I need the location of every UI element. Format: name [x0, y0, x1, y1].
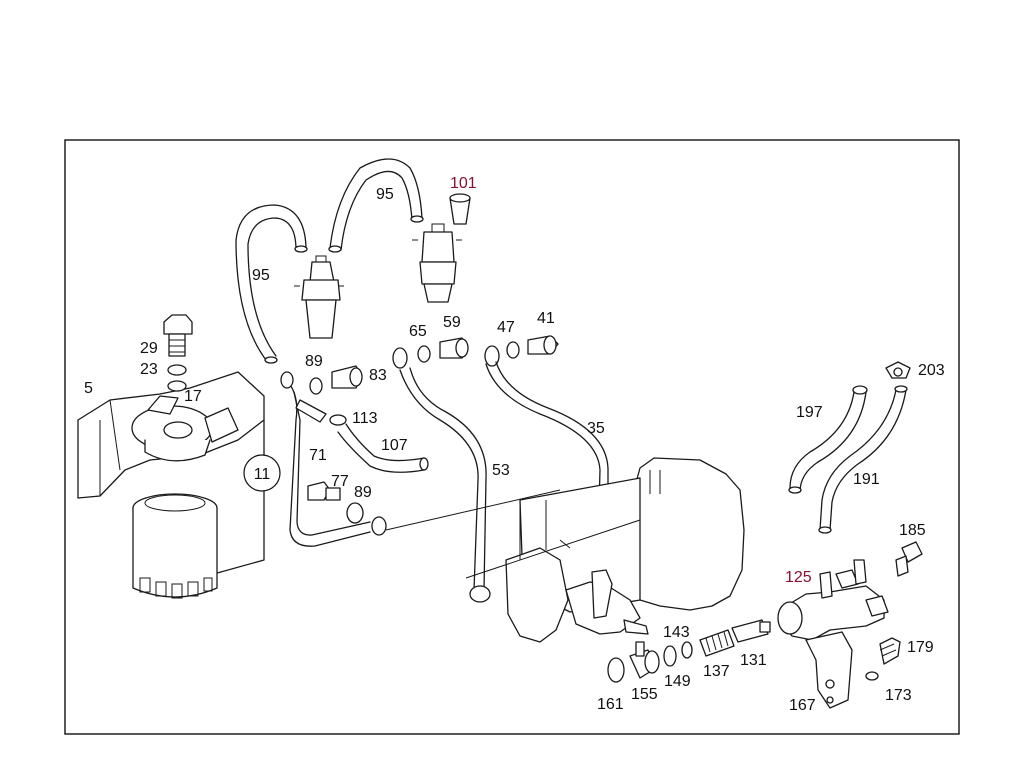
washer-149: [663, 645, 677, 667]
callout-11: 11: [243, 454, 281, 492]
label-161: 161: [597, 696, 624, 713]
diagram-frame: [64, 139, 960, 735]
injector-left: [294, 255, 344, 339]
washer-47: [484, 341, 520, 367]
leakoff-hose-95-left: [235, 204, 308, 364]
label-155: 155: [631, 686, 658, 703]
washer-23: [167, 364, 187, 376]
washer-89-upper: [309, 377, 323, 395]
label-53: 53: [492, 462, 510, 479]
label-5: 5: [84, 380, 93, 397]
label-137: 137: [703, 663, 730, 680]
injection-line-53: [399, 367, 491, 603]
label-95-left: 95: [252, 267, 270, 284]
label-113: 113: [352, 410, 378, 427]
label-107: 107: [381, 437, 408, 454]
banjo-bolt-59: [439, 337, 469, 359]
plunger-131: [731, 619, 771, 643]
washer-17: [167, 380, 187, 392]
banjo-bolt-41: [527, 335, 559, 355]
label-173: 173: [885, 687, 912, 704]
label-83: 83: [369, 367, 387, 384]
fitting-179: [879, 637, 901, 665]
label-143: 143: [663, 624, 690, 641]
hose-191: [818, 385, 908, 534]
label-125: 125: [785, 569, 812, 586]
filter-head: [131, 395, 239, 462]
label-17: 17: [184, 388, 202, 405]
label-131: 131: [740, 652, 767, 669]
label-89-upper: 89: [305, 353, 323, 370]
spring-137: [699, 629, 735, 657]
washer-65: [392, 345, 431, 369]
washer-173: [865, 671, 879, 681]
label-197: 197: [796, 404, 823, 421]
banjo-bolt-83: [331, 365, 363, 389]
label-35: 35: [587, 420, 605, 437]
washer-89-lower: [346, 502, 364, 524]
label-29: 29: [140, 340, 158, 357]
fuel-line-71: [280, 371, 387, 547]
label-41: 41: [537, 310, 555, 327]
feed-pump: [777, 559, 889, 709]
label-23: 23: [140, 361, 158, 378]
injector-right: [412, 223, 462, 303]
label-191: 191: [853, 471, 880, 488]
label-47: 47: [497, 319, 515, 336]
valve-113: [295, 399, 347, 426]
leakoff-hose-95-right: [328, 158, 424, 253]
label-65: 65: [409, 323, 427, 340]
label-203: 203: [918, 362, 945, 379]
label-185: 185: [899, 522, 926, 539]
label-95-right: 95: [376, 186, 394, 203]
label-101: 101: [450, 175, 477, 192]
union-185: [895, 541, 923, 577]
injection-pump: [385, 457, 745, 643]
filter-cartridge: [132, 493, 218, 599]
label-59: 59: [443, 314, 461, 331]
hose-107: [337, 423, 429, 473]
banjo-bolt-29: [163, 314, 193, 357]
fitting-155: [629, 641, 660, 679]
label-89-lower: 89: [354, 484, 372, 501]
elbow-203: [885, 361, 911, 379]
seal-161: [607, 657, 625, 683]
washer-143: [681, 641, 693, 659]
label-71: 71: [309, 447, 327, 464]
callout-11-label: 11: [254, 466, 271, 483]
hose-piece-101: [449, 193, 471, 225]
banjo-bolt-77: [307, 481, 341, 501]
label-77: 77: [331, 473, 349, 490]
label-167: 167: [789, 697, 816, 714]
label-179: 179: [907, 639, 934, 656]
hose-197: [788, 385, 868, 494]
label-149: 149: [664, 673, 691, 690]
